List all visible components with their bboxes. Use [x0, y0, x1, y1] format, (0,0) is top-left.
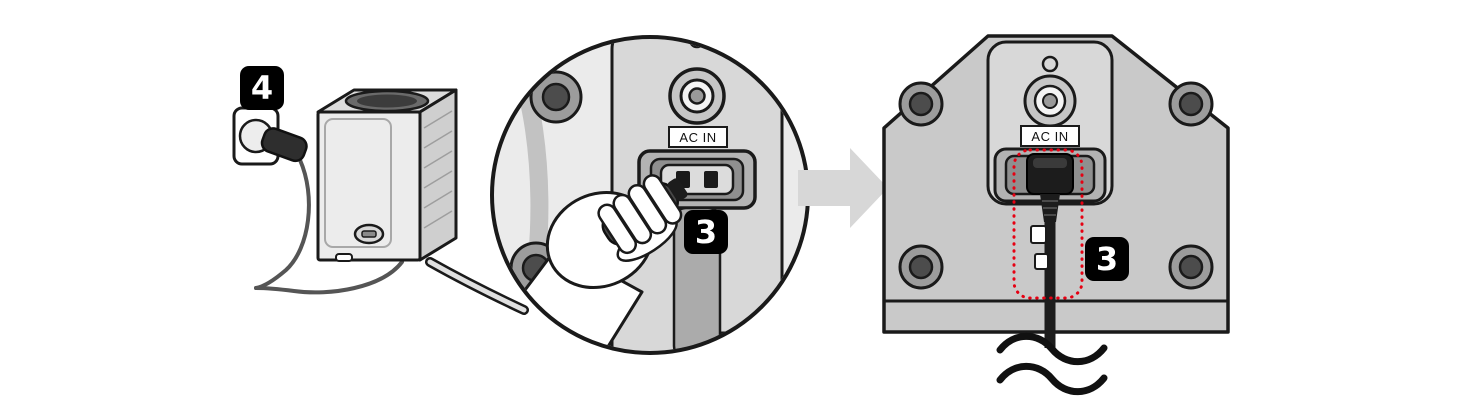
screw-hole-icon [1041, 55, 1059, 73]
connector-jack-zoom [668, 67, 726, 125]
cable-to-zoom-circle [425, 257, 529, 315]
zoom-circle-detail: AC IN [490, 35, 810, 355]
device-bottom-panel: AC IN 3 [882, 34, 1230, 396]
device-port-slot [361, 230, 377, 238]
screw-boss-icon [898, 244, 944, 290]
cable-clip [1034, 253, 1049, 270]
ac-in-label-zoom: AC IN [668, 126, 728, 148]
wall-connection-group: 4 [232, 66, 529, 315]
step-3-badge-result-label: 3 [1096, 240, 1118, 278]
ac-in-label-zoom-text: AC IN [679, 130, 716, 145]
step-3-badge-zoom-label: 3 [695, 213, 717, 251]
step-4-badge: 4 [240, 66, 284, 110]
device-side-grille [423, 110, 453, 229]
power-cord-from-plug [254, 158, 311, 290]
ac-in-label-text: AC IN [1031, 129, 1068, 144]
power-plug-icon [260, 127, 308, 163]
hand-finger [642, 174, 683, 225]
screw-boss-icon [1168, 244, 1214, 290]
ac-in-label: AC IN [1020, 125, 1080, 147]
connector-jack [1023, 74, 1077, 128]
ac-inlet-connected [993, 147, 1107, 222]
device-front-seam [324, 118, 392, 248]
cable-slack-waves-icon [996, 332, 1108, 396]
device-bottom-notch [335, 253, 353, 262]
transition-arrow-icon [798, 148, 888, 228]
step-3-badge-result: 3 [1085, 237, 1129, 281]
screw-boss-icon [898, 81, 944, 127]
step-3-badge-zoom: 3 [684, 210, 728, 254]
plug-highlight [1033, 158, 1067, 168]
held-plug-tip [667, 178, 688, 201]
cable-clip [1030, 225, 1047, 244]
speaker-device-icon [316, 88, 458, 262]
power-cord-from-device [254, 260, 404, 295]
device-top-opening-inner [357, 94, 417, 108]
screw-boss-icon [529, 70, 583, 124]
cable-route-highlight [1012, 148, 1084, 300]
screw-boss-icon [1168, 81, 1214, 127]
step-4-badge-label: 4 [251, 69, 273, 107]
